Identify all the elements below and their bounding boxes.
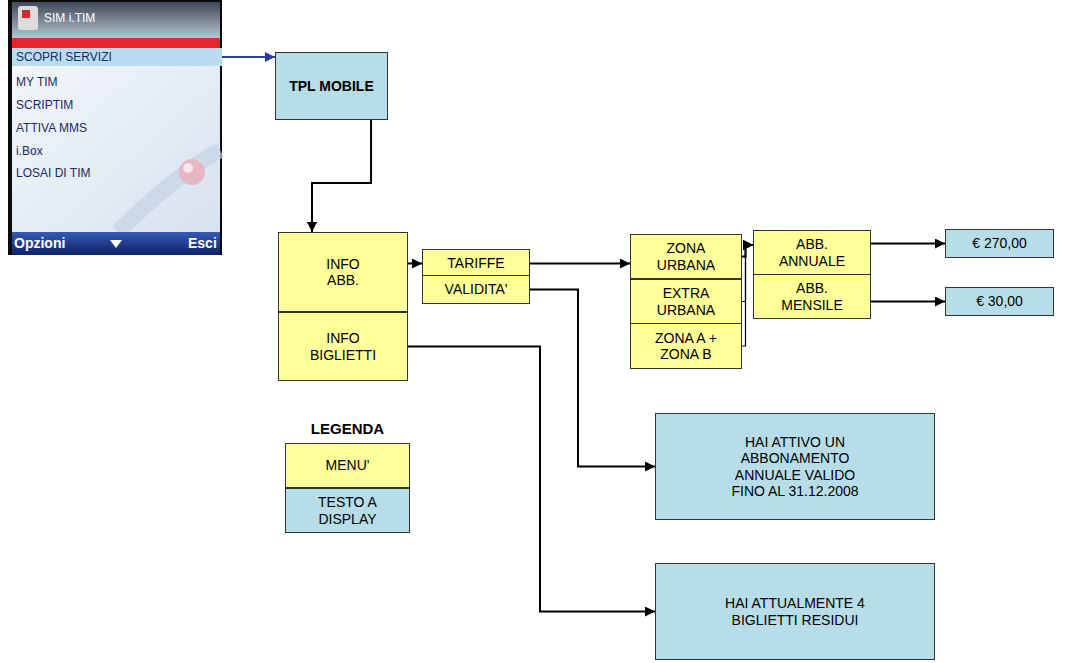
connector-arrow <box>742 245 753 257</box>
soft-key-arrow <box>110 240 122 248</box>
display-box: TPL MOBILE <box>275 52 388 120</box>
connector-arrow <box>742 245 753 302</box>
box-text: EXTRA URBANA <box>638 285 734 317</box>
menu-box: INFO BIGLIETTI <box>278 312 408 381</box>
screen-text: SCRIPTIM <box>16 99 73 112</box>
menu-box: ZONA A + ZONA B <box>630 323 742 369</box>
title-bar <box>12 2 220 38</box>
box-text: INFO BIGLIETTI <box>306 330 381 362</box>
menu-box: INFO ABB. <box>278 232 408 312</box>
connector-arrow <box>222 56 275 58</box>
screen-text: Opzioni <box>14 236 65 251</box>
legend-text: MENU' <box>326 457 370 473</box>
box-text: HAI ATTIVO UN ABBONAMENTO ANNUALE VALIDO… <box>720 434 870 498</box>
menu-box: EXTRA URBANA <box>630 279 742 324</box>
connector-arrow <box>871 301 945 303</box>
screen-text: ATTIVA MMS <box>16 122 87 135</box>
menu-box: TARIFFE <box>422 249 530 278</box>
menu-area <box>12 48 220 232</box>
box-text: TARIFFE <box>447 255 504 271</box>
connector-arrow <box>530 263 630 265</box>
screen-text: LOSAI DI TIM <box>16 167 90 180</box>
phone-screen: SIM i.TIM MY TIM SCRIPTIM ATTIVA MMS i.BoxLO… <box>8 0 222 255</box>
display-box: € 30,00 <box>945 287 1054 316</box>
menu-box: ZONA URBANA <box>630 234 742 279</box>
menu-highlight: SCOPRI SERVIZI <box>12 48 222 66</box>
screen-swoosh <box>118 150 220 232</box>
screen-ball <box>179 159 205 185</box>
legend-swatch: MENU' <box>285 443 410 488</box>
screen-text: Esci <box>188 236 217 251</box>
box-text: € 30,00 <box>976 293 1023 309</box>
red-band <box>12 38 220 48</box>
screen-text: SCOPRI SERVIZI <box>16 51 112 64</box>
connector-arrow <box>408 347 655 612</box>
screen-ball-shine <box>183 163 193 173</box>
connector-arrow <box>742 245 753 346</box>
legend-title: LEGENDA <box>285 420 410 437</box>
box-text: INFO ABB. <box>313 256 373 288</box>
box-text: TPL MOBILE <box>289 78 374 94</box>
soft-key-bar <box>12 232 220 255</box>
connector-arrow <box>408 263 422 265</box>
connector-arrow <box>871 243 945 245</box>
legend-swatch: TESTO A DISPLAY <box>285 488 410 533</box>
menu-box: ABB. ANNUALE <box>753 230 871 275</box>
sim-icon <box>18 6 38 30</box>
box-text: ABB. ANNUALE <box>772 236 852 268</box>
box-text: ZONA A + ZONA B <box>638 330 734 362</box>
menu-box: VALIDITA' <box>422 275 530 304</box>
sim-icon-mark <box>22 10 30 18</box>
box-text: € 270,00 <box>972 235 1027 251</box>
box-text: VALIDITA' <box>445 281 508 297</box>
phone-frame <box>8 0 222 255</box>
screen-text: MY TIM <box>16 76 58 89</box>
screen-text: i.Box <box>16 145 43 158</box>
display-box: HAI ATTIVO UN ABBONAMENTO ANNUALE VALIDO… <box>655 413 935 520</box>
box-text: ABB. MENSILE <box>772 280 852 312</box>
menu-box: ABB. MENSILE <box>753 274 871 319</box>
display-box: HAI ATTUALMENTE 4 BIGLIETTI RESIDUI <box>655 563 935 660</box>
display-box: € 270,00 <box>945 229 1054 258</box>
box-text: HAI ATTUALMENTE 4 BIGLIETTI RESIDUI <box>725 595 865 627</box>
legend-text: TESTO A DISPLAY <box>292 494 403 526</box>
connector-arrow <box>312 120 371 232</box>
screen-text: SIM i.TIM <box>44 12 95 25</box>
box-text: ZONA URBANA <box>638 240 734 272</box>
